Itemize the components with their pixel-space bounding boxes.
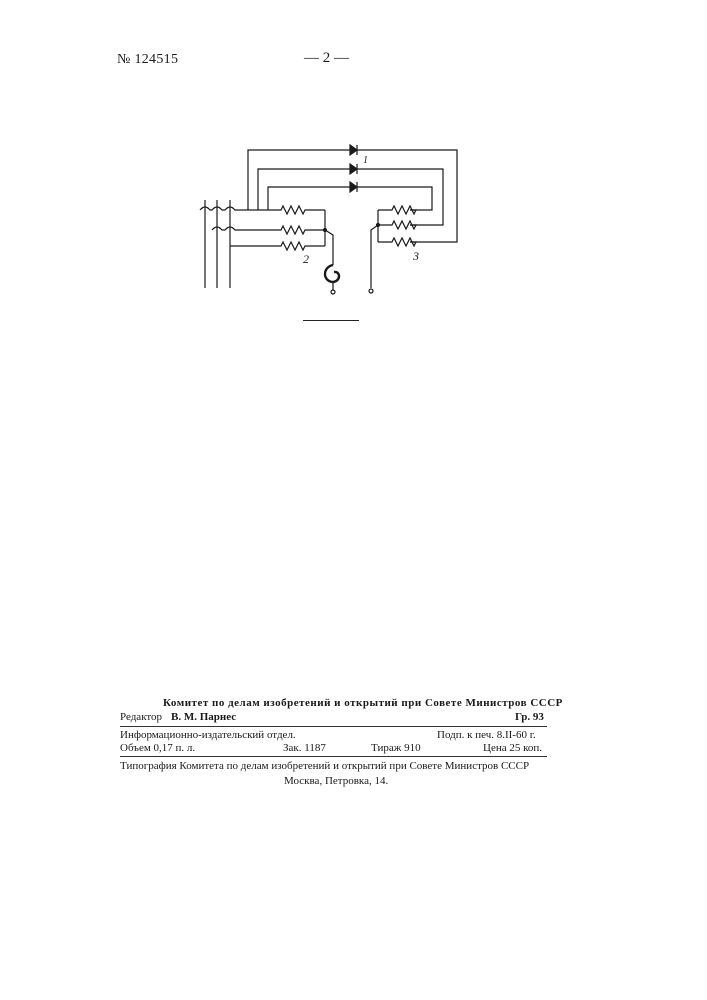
resistor-bank-right	[371, 206, 416, 288]
resistor-left-label: 2	[303, 252, 309, 266]
imprint-print-run: Тираж 910	[371, 742, 421, 754]
imprint-address: Москва, Петровка, 14.	[284, 775, 388, 787]
busbar-crossovers	[200, 207, 263, 246]
imprint-committee: Комитет по делам изобретений и открытий …	[163, 697, 563, 709]
resistor-right-label: 3	[412, 249, 419, 263]
imprint-editor-label: Редактор	[120, 711, 162, 723]
diode-label: 1	[363, 155, 368, 166]
terminal-right	[369, 289, 373, 293]
page-number: — 2 —	[304, 50, 349, 67]
diode-symbols	[350, 145, 357, 192]
imprint-order: Зак. 1187	[283, 742, 326, 754]
supply-busbars	[205, 200, 230, 288]
imprint-editor-name: В. М. Парнес	[171, 711, 236, 723]
diode-wires	[248, 150, 457, 242]
resistor-bank-left	[263, 206, 333, 265]
patent-number: № 124515	[117, 52, 178, 68]
imprint-group: Гр. 93	[515, 711, 544, 723]
imprint-volume: Объем 0,17 п. л.	[120, 742, 195, 754]
section-rule	[303, 320, 359, 321]
coil-symbol	[325, 265, 339, 282]
imprint-rule	[120, 726, 547, 727]
terminal-left	[331, 290, 335, 294]
circuit-diagram: 1 2 3	[195, 120, 475, 305]
imprint-price: Цена 25 коп.	[483, 742, 542, 754]
imprint-rule	[120, 756, 547, 757]
imprint-signed-date: Подп. к печ. 8.II-60 г.	[437, 729, 536, 741]
imprint-printer: Типография Комитета по делам изобретений…	[120, 760, 529, 772]
imprint-department: Информационно-издательский отдел.	[120, 729, 296, 741]
